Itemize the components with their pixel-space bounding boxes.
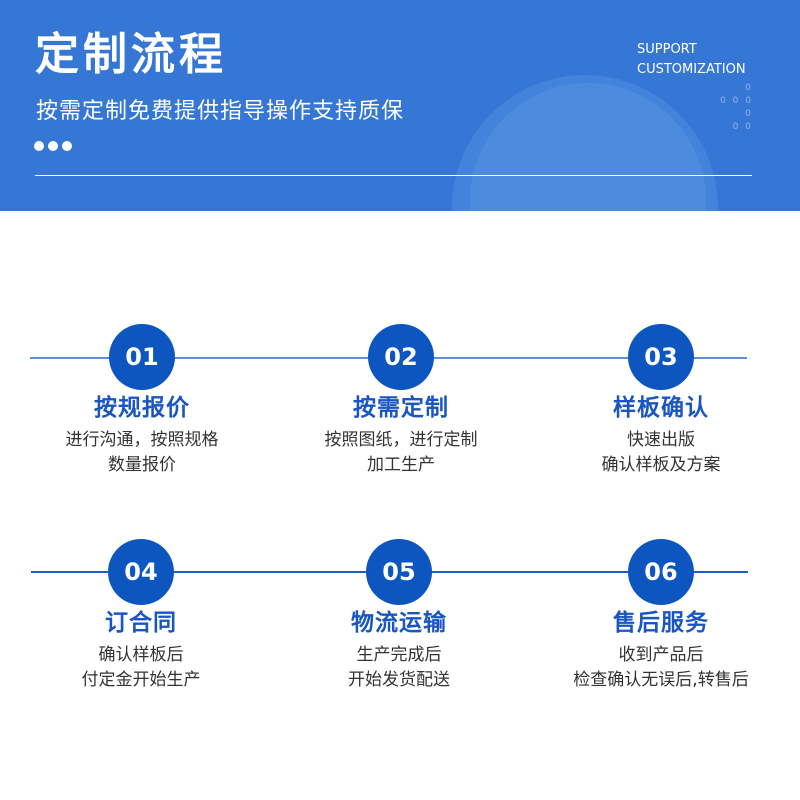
step-desc-line: 加工生产: [367, 455, 435, 475]
step-title: 售后服务: [613, 610, 709, 636]
step-title: 样板确认: [613, 395, 709, 421]
step-number-badge: 05: [366, 539, 432, 605]
page-subtitle: 按需定制免费提供指导操作支持质保: [36, 99, 405, 124]
step-title: 订合同: [105, 610, 177, 636]
step-number-badge: 02: [368, 324, 434, 390]
step-description: 快速出版 确认样板及方案: [531, 428, 791, 478]
step-number-badge: 03: [628, 324, 694, 390]
header-divider: [35, 175, 752, 176]
code-dots-line: 0 0: [732, 122, 753, 132]
code-dots-line: 0: [745, 109, 753, 119]
step-desc-line: 收到产品后: [618, 645, 704, 665]
step-desc-line: 按照图纸，进行定制: [324, 430, 478, 450]
step-description: 按照图纸，进行定制 加工生产: [271, 428, 531, 478]
decorative-code-dots: 0 0 0 0 0 0 0: [720, 82, 753, 134]
english-line-2: CUSTOMIZATION: [637, 62, 746, 77]
dot-icon: [62, 141, 72, 151]
page-title: 定制流程: [35, 29, 227, 80]
step-desc-line: 付定金开始生产: [81, 670, 201, 690]
code-dots-line: 0 0 0: [720, 96, 753, 106]
decorative-dots: [34, 141, 72, 151]
step-desc-line: 确认样板及方案: [601, 455, 721, 475]
dot-icon: [48, 141, 58, 151]
step-desc-line: 数量报价: [108, 455, 176, 475]
step-title: 按需定制: [353, 395, 449, 421]
step-desc-line: 快速出版: [627, 430, 695, 450]
step-number-badge: 06: [628, 539, 694, 605]
step-desc-line: 确认样板后: [98, 645, 184, 665]
step-description: 生产完成后 开始发货配送: [269, 643, 529, 693]
english-line-1: SUPPORT: [637, 42, 697, 57]
step-desc-line: 开始发货配送: [348, 670, 450, 690]
step-desc-line: 检查确认无误后,转售后: [573, 670, 749, 690]
step-desc-line: 生产完成后: [356, 645, 442, 665]
step-number-badge: 01: [109, 324, 175, 390]
step-description: 收到产品后 检查确认无误后,转售后: [531, 643, 791, 693]
step-title: 按规报价: [94, 395, 190, 421]
step-desc-line: 进行沟通，按照规格: [65, 430, 219, 450]
step-description: 确认样板后 付定金开始生产: [11, 643, 271, 693]
step-description: 进行沟通，按照规格 数量报价: [12, 428, 272, 478]
english-tagline: SUPPORT CUSTOMIZATION: [637, 40, 746, 80]
step-title: 物流运输: [351, 610, 447, 636]
code-dots-line: 0: [745, 83, 753, 93]
step-number-badge: 04: [108, 539, 174, 605]
header-banner: 定制流程 按需定制免费提供指导操作支持质保 SUPPORT CUSTOMIZAT…: [0, 0, 800, 211]
dot-icon: [34, 141, 44, 151]
